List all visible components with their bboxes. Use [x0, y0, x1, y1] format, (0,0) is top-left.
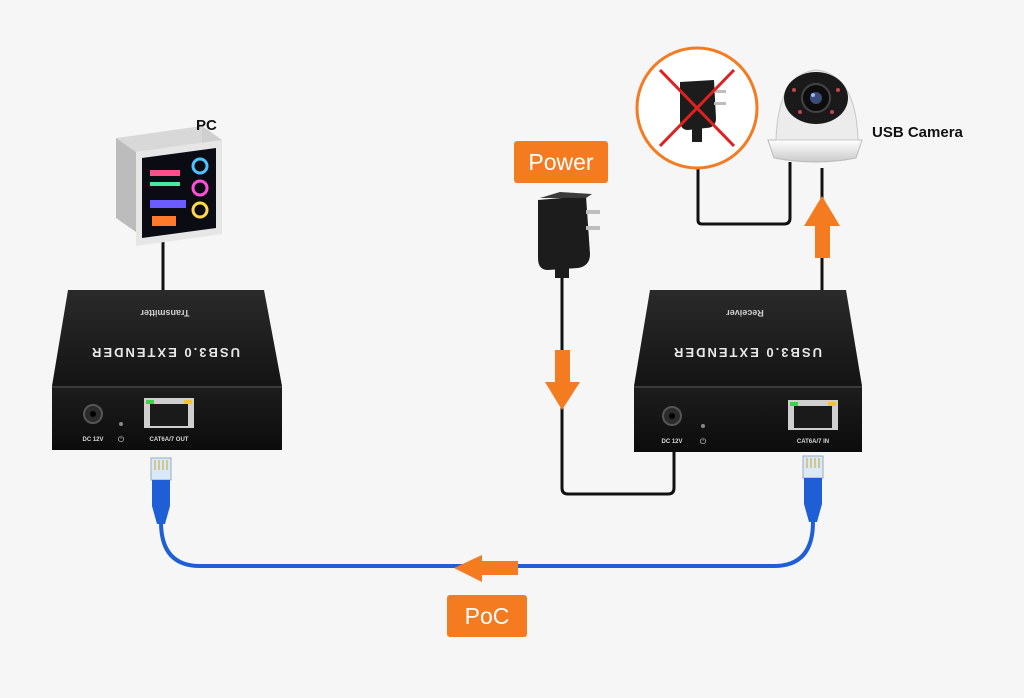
no-adapter-icon: [635, 46, 759, 170]
receiver-device: Receiver USB3.0 EXTENDER DC 12V ⏻ CAT6A/…: [634, 290, 862, 452]
flow-arrow-icon: [804, 196, 840, 258]
transmitter-dc-label: DC 12V: [82, 437, 103, 443]
rj45-port: [788, 400, 838, 430]
flow-arrow-icon: [545, 350, 580, 410]
receiver-product-name: USB3.0 EXTENDER: [672, 345, 822, 360]
receiver-cat-label: CAT6A/7 IN: [797, 439, 829, 445]
power-led-icon: [119, 422, 123, 426]
rj45-port: [144, 398, 194, 428]
transmitter-cat-label: CAT6A/7 OUT: [150, 437, 189, 443]
power-adapter-icon: [538, 192, 600, 278]
usb-camera-label: USB Camera: [872, 124, 963, 141]
receiver-dc-label: DC 12V: [661, 439, 682, 445]
power-tag: Power: [514, 141, 608, 183]
power-cable: [560, 272, 676, 496]
rj45-plug-icon: [802, 455, 824, 522]
network-cable: [159, 521, 815, 568]
poc-tag: PoC: [447, 595, 527, 637]
pc-label: PC: [196, 117, 217, 134]
flow-arrow-icon: [454, 555, 518, 582]
rj45-plug-icon: [150, 457, 172, 524]
power-symbol-icon: ⏻: [118, 435, 125, 444]
power-led-icon: [701, 424, 705, 428]
receiver-label: Receiver: [726, 308, 764, 318]
transmitter-label: Transmitter: [140, 308, 190, 318]
dome-camera-icon: [767, 69, 863, 163]
transmitter-product-name: USB3.0 EXTENDER: [90, 345, 240, 360]
power-symbol-icon: ⏻: [700, 437, 707, 446]
transmitter-device: Transmitter USB3.0 EXTENDER DC 12V ⏻ CAT…: [52, 290, 282, 450]
pc-tower-icon: [116, 126, 222, 246]
unused-adapter-cable: [696, 162, 792, 226]
